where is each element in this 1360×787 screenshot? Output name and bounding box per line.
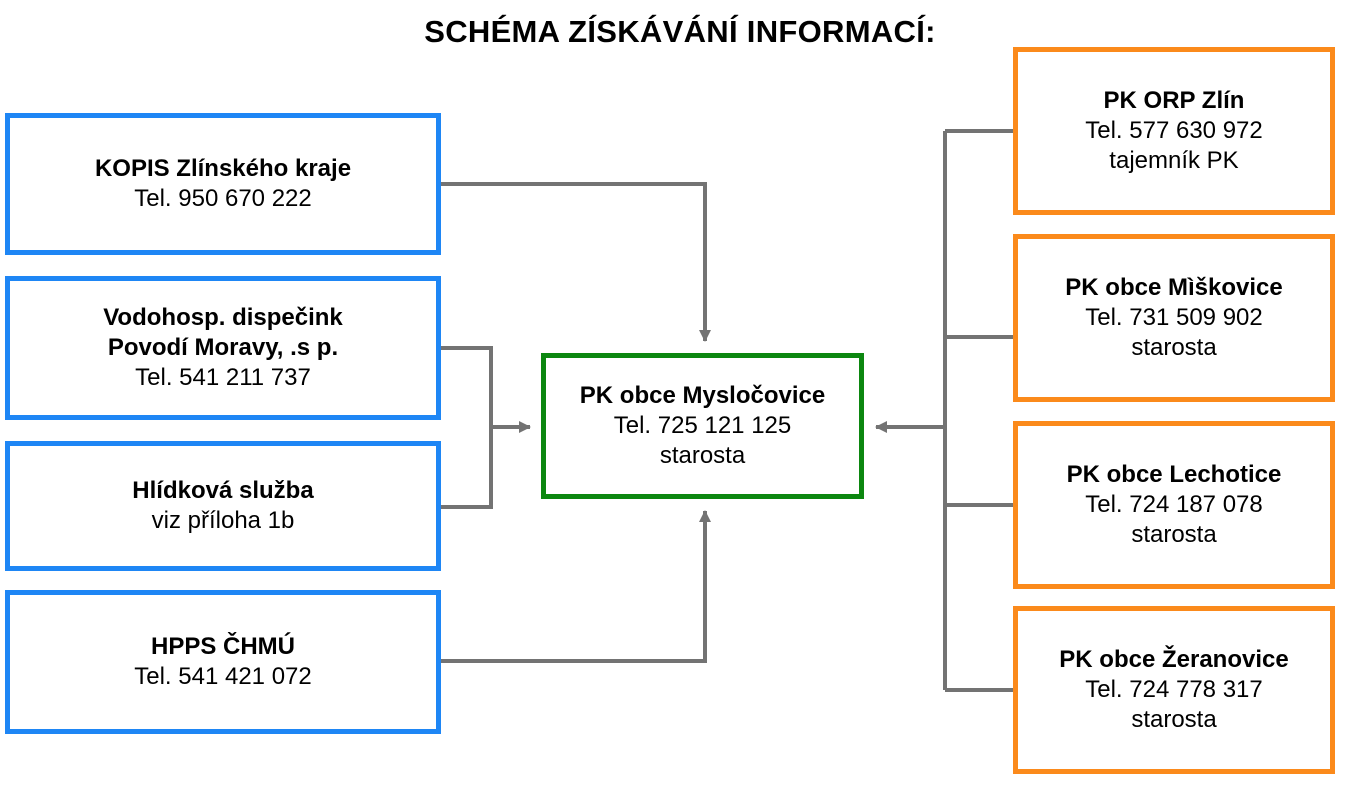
contact-phone: Tel. 577 630 972 — [1085, 117, 1263, 144]
source-box-kopis: KOPIS Zlínského kraje Tel. 950 670 222 — [5, 113, 441, 255]
contact-role: starosta — [1131, 706, 1217, 733]
diagram-title: SCHÉMA ZÍSKÁVÁNÍ INFORMACÍ: — [424, 14, 936, 49]
source-name: Vodohosp. dispečink Povodí Moravy, .s p. — [103, 303, 343, 363]
source-name: HPPS ČHMÚ — [150, 633, 295, 660]
center-box: PK obce Mysločovice Tel. 725 121 125 sta… — [541, 353, 864, 499]
source-name: KOPIS Zlínského kraje — [94, 155, 352, 182]
source-phone: Tel. 950 670 222 — [134, 185, 312, 212]
contact-phone: Tel. 724 778 317 — [1085, 676, 1263, 703]
center-name: PK obce Mysločovice — [579, 382, 826, 409]
center-role: starosta — [659, 442, 746, 469]
source-name: Hlídková služba — [132, 477, 314, 504]
contact-box-orp-zlin: PK ORP Zlín Tel. 577 630 972 tajemník PK — [1013, 47, 1335, 215]
contact-box-zeranovice: PK obce Žeranovice Tel. 724 778 317 star… — [1013, 606, 1335, 774]
contact-box-miskovice: PK obce Mìškovice Tel. 731 509 902 staro… — [1013, 234, 1335, 402]
contact-name: PK obce Lechotice — [1066, 461, 1282, 488]
contact-role: starosta — [1131, 521, 1217, 548]
contact-phone: Tel. 731 509 902 — [1085, 304, 1263, 331]
contact-name: PK obce Žeranovice — [1059, 646, 1289, 673]
connector-kopis — [440, 182, 711, 342]
source-note: viz příloha 1b — [151, 507, 295, 534]
connector-vodohosp — [440, 346, 493, 509]
contact-box-lechotice: PK obce Lechotice Tel. 724 187 078 staro… — [1013, 421, 1335, 589]
connector-hpps — [440, 510, 711, 663]
source-phone: Tel. 541 421 072 — [134, 663, 312, 690]
source-box-vodohosp: Vodohosp. dispečink Povodí Moravy, .s p.… — [5, 276, 441, 420]
contact-name: PK ORP Zlín — [1103, 87, 1245, 114]
source-box-hlidkova: Hlídková služba viz příloha 1b — [5, 441, 441, 571]
contact-role: tajemník PK — [1109, 147, 1239, 174]
source-name-line-1: Vodohosp. dispečink — [103, 304, 343, 331]
source-name-line-2: Povodí Moravy, .s p. — [107, 334, 339, 361]
contact-phone: Tel. 724 187 078 — [1085, 491, 1263, 518]
source-phone: Tel. 541 211 737 — [135, 364, 311, 391]
contact-role: starosta — [1131, 334, 1217, 361]
contact-name: PK obce Mìškovice — [1065, 274, 1283, 301]
center-phone: Tel. 725 121 125 — [613, 412, 792, 439]
source-box-hpps: HPPS ČHMÚ Tel. 541 421 072 — [5, 590, 441, 734]
